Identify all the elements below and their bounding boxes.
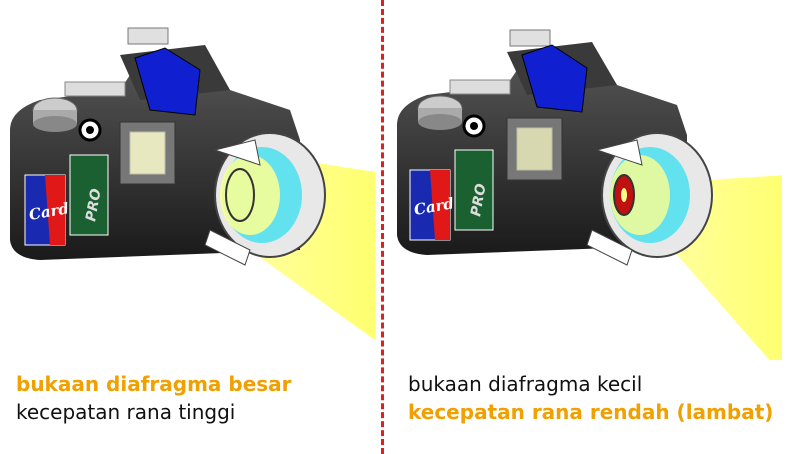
pro-label: PRO	[83, 187, 104, 222]
camera-illustration-large-aperture: Card PRO	[10, 27, 375, 340]
mirror	[521, 44, 588, 113]
camera-illustration-small-aperture: Card PRO	[397, 29, 782, 360]
hot-shoe	[509, 29, 551, 47]
caption-shutter-slow: kecepatan rana rendah (lambat)	[408, 400, 774, 424]
pro-label: PRO	[468, 182, 489, 217]
caption-aperture-large: bukaan diafragma besar	[16, 372, 292, 396]
pro-board	[454, 149, 494, 231]
caption-shutter-fast: kecepatan rana tinggi	[16, 400, 236, 424]
diaphragm-large	[225, 168, 255, 222]
dashed-divider	[381, 0, 384, 454]
caption-small-aperture: bukaan diafragma kecil kecepatan rana re…	[408, 370, 773, 426]
caption-large-aperture: bukaan diafragma besar kecepatan rana ti…	[16, 370, 292, 426]
mirror	[134, 47, 201, 116]
hot-shoe	[127, 27, 169, 45]
pro-board	[69, 154, 109, 236]
panel-large-aperture: Card PRO bukaan diafragma besar kecepata…	[0, 0, 390, 454]
caption-aperture-small: bukaan diafragma kecil	[408, 372, 643, 396]
panel-small-aperture: Card PRO bukaan diafragma kecil kecepata…	[392, 0, 782, 454]
